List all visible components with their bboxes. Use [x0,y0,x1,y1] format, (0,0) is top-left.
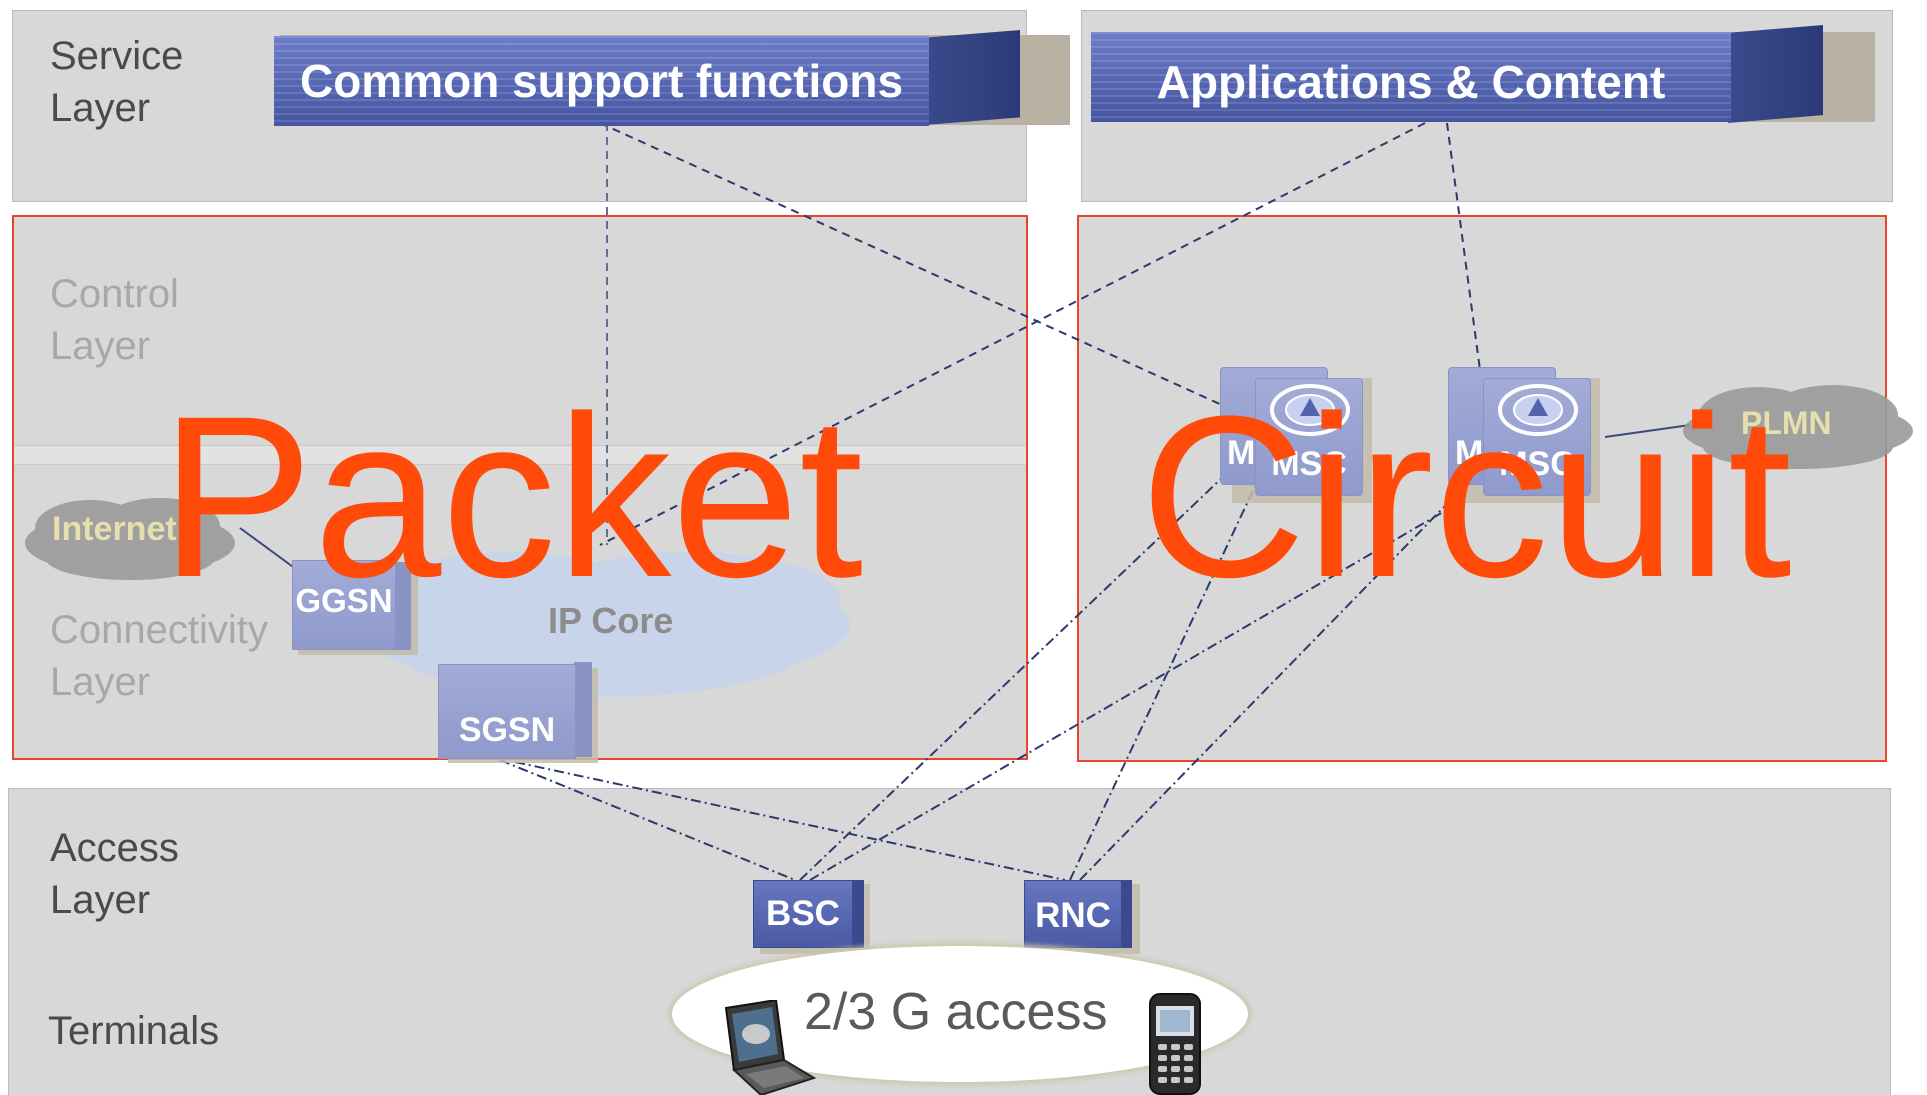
msc1-front-node[interactable]: MSC [1255,378,1363,496]
access-layer-label: Access Layer [50,826,179,922]
link-rnc-to-msc2 [1079,469,1481,881]
link-bsc-to-msc2 [809,504,1456,881]
common-support-functions-block[interactable]: Common support functions [274,36,929,126]
msc1-back-label: M [1227,434,1256,472]
bsc-label: BSC [766,894,840,933]
plmn-label: PLMN [1741,405,1832,441]
mobile-phone-icon[interactable] [1142,992,1212,1095]
link-apps-to-ipcore [599,122,1426,546]
apps-block-side [1728,25,1823,123]
control-layer-label: Control Layer [50,272,179,368]
link-sgsn-to-rnc [514,761,1066,881]
rnc-node[interactable]: RNC [1024,880,1122,948]
control-connectivity-divider [14,445,1026,465]
plmn-cloud [1683,385,1913,469]
common-block-side [925,30,1020,125]
connectivity-layer-label: Connectivity Layer [50,608,268,704]
msc1-front-label: MSC [1271,445,1347,483]
link-sgsn-to-bsc [499,759,796,881]
packet-overlay-text: Packet [160,368,864,625]
circuit-overlay-text: Circuit [1140,368,1792,625]
internet-cloud [25,498,235,580]
bsc-node[interactable]: BSC [753,880,853,948]
laptop-icon[interactable] [706,1000,816,1095]
access-label: 2/3 G access [804,983,1108,1041]
applications-content-block[interactable]: Applications & Content [1091,32,1731,122]
link-common-to-msc1 [599,122,1256,421]
ggsn-node[interactable]: GGSN [292,560,396,650]
sgsn-node[interactable]: SGSN [438,664,576,759]
sgsn-side [574,662,592,757]
ip-core-label: IP Core [548,600,674,641]
msc2-front-label: MSC [1499,445,1575,483]
ggsn-label: GGSN [295,582,393,619]
service-layer-label: Service Layer [50,34,184,130]
applications-content-label: Applications & Content [1156,56,1666,108]
ggsn-side [395,562,411,650]
sgsn-label: SGSN [458,711,556,749]
bsc-side [850,880,864,948]
msc2-back-label: M [1455,434,1484,472]
rnc-label: RNC [1035,896,1111,935]
link-bsc-to-msc1 [799,474,1226,881]
link-apps-to-msc2 [1446,122,1481,371]
link-internet-to-ggsn [239,527,301,573]
link-msc2-to-plmn [1604,424,1691,438]
terminals-label: Terminals [48,1009,220,1053]
msc-switch-icon [1498,384,1578,436]
common-support-functions-label: Common support functions [299,55,904,107]
internet-label: Internet [52,510,177,548]
link-rnc-to-msc1 [1069,479,1259,881]
msc-switch-icon [1270,384,1350,436]
